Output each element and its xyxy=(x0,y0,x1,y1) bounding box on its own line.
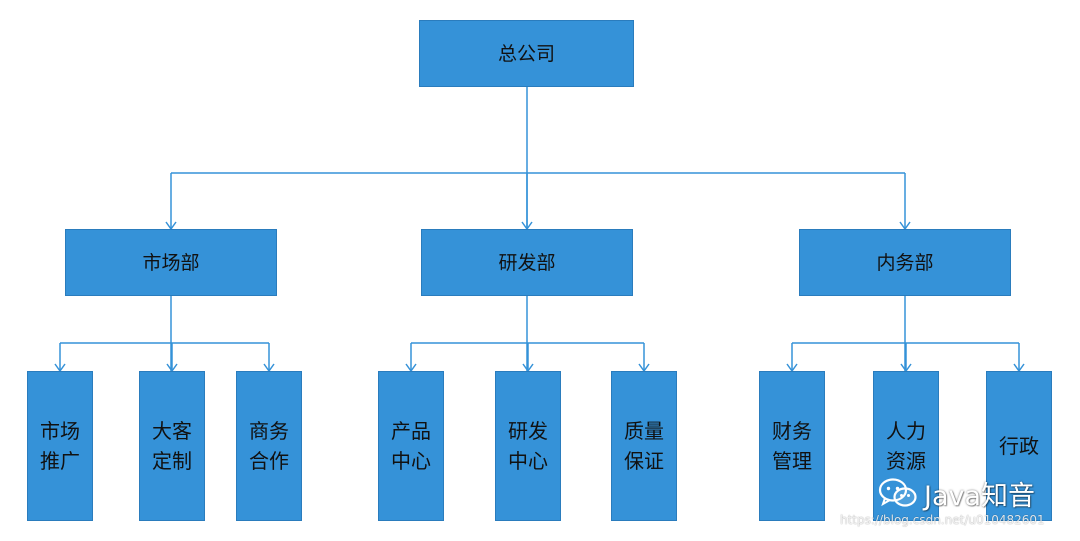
watermark-brand-text: Java知音 xyxy=(924,480,1036,512)
unit-label: 行政 xyxy=(999,434,1039,458)
unit-label: 大客 定制 xyxy=(152,419,192,473)
unit-node: 研发 中心 xyxy=(495,371,561,521)
unit-label: 研发 中心 xyxy=(508,419,548,473)
unit-label: 质量 保证 xyxy=(624,419,664,473)
wechat-logo-icon xyxy=(878,478,917,507)
unit-node: 市场 推广 xyxy=(27,371,93,521)
unit-label: 财务 管理 xyxy=(772,419,812,473)
unit-node: 产品 中心 xyxy=(378,371,444,521)
dept-label: 研发部 xyxy=(498,251,556,274)
unit-node: 质量 保证 xyxy=(611,371,677,521)
unit-node: 商务 合作 xyxy=(236,371,302,521)
dept-node-rnd: 研发部 xyxy=(421,229,633,296)
unit-node: 人力 资源 xyxy=(873,371,939,521)
dept-label: 内务部 xyxy=(876,251,934,274)
unit-label: 商务 合作 xyxy=(249,419,289,473)
watermark-brand: Java知音 xyxy=(878,476,1036,512)
unit-node: 财务 管理 xyxy=(759,371,825,521)
root-label: 总公司 xyxy=(497,42,555,65)
unit-node: 行政 xyxy=(986,371,1052,521)
dept-label: 市场部 xyxy=(142,251,200,274)
dept-node-marketing: 市场部 xyxy=(65,229,277,296)
root-node: 总公司 xyxy=(419,20,634,87)
unit-node: 大客 定制 xyxy=(139,371,205,521)
unit-label: 产品 中心 xyxy=(391,419,431,473)
watermark-url: https://blog.csdn.net/u010482601 xyxy=(840,513,1045,527)
dept-node-internal: 内务部 xyxy=(799,229,1011,296)
unit-label: 人力 资源 xyxy=(886,419,926,473)
unit-label: 市场 推广 xyxy=(40,419,80,473)
